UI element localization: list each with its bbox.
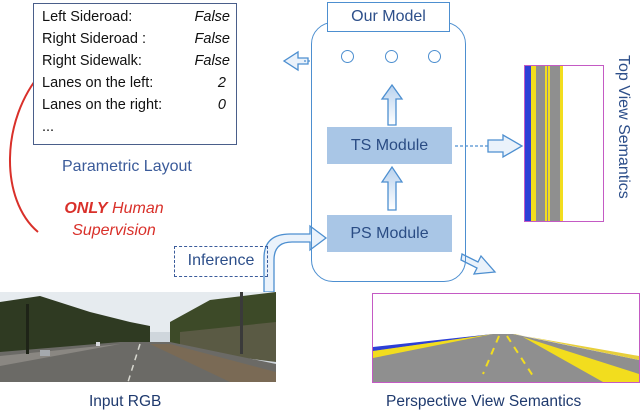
param-value: False [194, 31, 230, 47]
output-node [385, 50, 398, 63]
param-key: Lanes on the right: [42, 97, 163, 113]
supervision-text-line2: Supervision [72, 222, 156, 239]
top-view-render [525, 66, 563, 221]
ts-module-box: TS Module [327, 127, 452, 164]
input-arrow [263, 224, 328, 293]
ps-module-box: PS Module [327, 215, 452, 252]
ps-output-arrow [460, 253, 497, 275]
inference-box: Inference [174, 246, 268, 277]
top-view-label: Top View Semantics [615, 55, 632, 199]
perspective-view-image [372, 293, 640, 383]
param-value: False [194, 53, 230, 69]
supervision-text: Human [107, 200, 164, 217]
up-arrow-ts-to-dots [380, 83, 404, 126]
param-row: Right Sidewalk: False [42, 53, 230, 75]
input-rgb-caption: Input RGB [89, 393, 162, 410]
output-node [341, 50, 354, 63]
top-view-label-wrap: Top View Semantics [615, 55, 640, 265]
param-row: Left Sideroad: False [42, 9, 230, 31]
param-key: ... [42, 119, 55, 135]
param-key: Right Sideroad : [42, 31, 146, 47]
param-row: Right Sideroad : False [42, 31, 230, 53]
param-value: 2 [217, 75, 226, 91]
input-rgb-photo [0, 292, 276, 382]
parametric-layout-box: Left Sideroad: False Right Sideroad : Fa… [33, 3, 237, 145]
perspective-caption: Perspective View Semantics [386, 393, 582, 410]
output-node [428, 50, 441, 63]
perspective-render [373, 334, 639, 382]
param-key: Lanes on the left: [42, 75, 154, 91]
param-row: Lanes on the right: 0 [42, 97, 230, 119]
param-row: ... [42, 119, 230, 141]
param-key: Right Sidewalk: [42, 53, 142, 69]
ts-output-arrow [455, 133, 524, 159]
param-value: False [194, 9, 230, 25]
left-output-arrow [282, 50, 312, 72]
parametric-layout-caption: Parametric Layout [62, 158, 192, 175]
up-arrow-ps-to-ts [380, 165, 404, 211]
top-view-image [524, 65, 604, 222]
param-row: Lanes on the left: 2 [42, 75, 230, 97]
param-value: 0 [217, 97, 226, 113]
model-title: Our Model [327, 2, 450, 32]
supervision-label: ONLY Human Supervision [30, 198, 198, 242]
supervision-emphasis: ONLY [64, 200, 108, 217]
supervision-arc [9, 71, 43, 233]
param-key: Left Sideroad: [42, 9, 133, 25]
